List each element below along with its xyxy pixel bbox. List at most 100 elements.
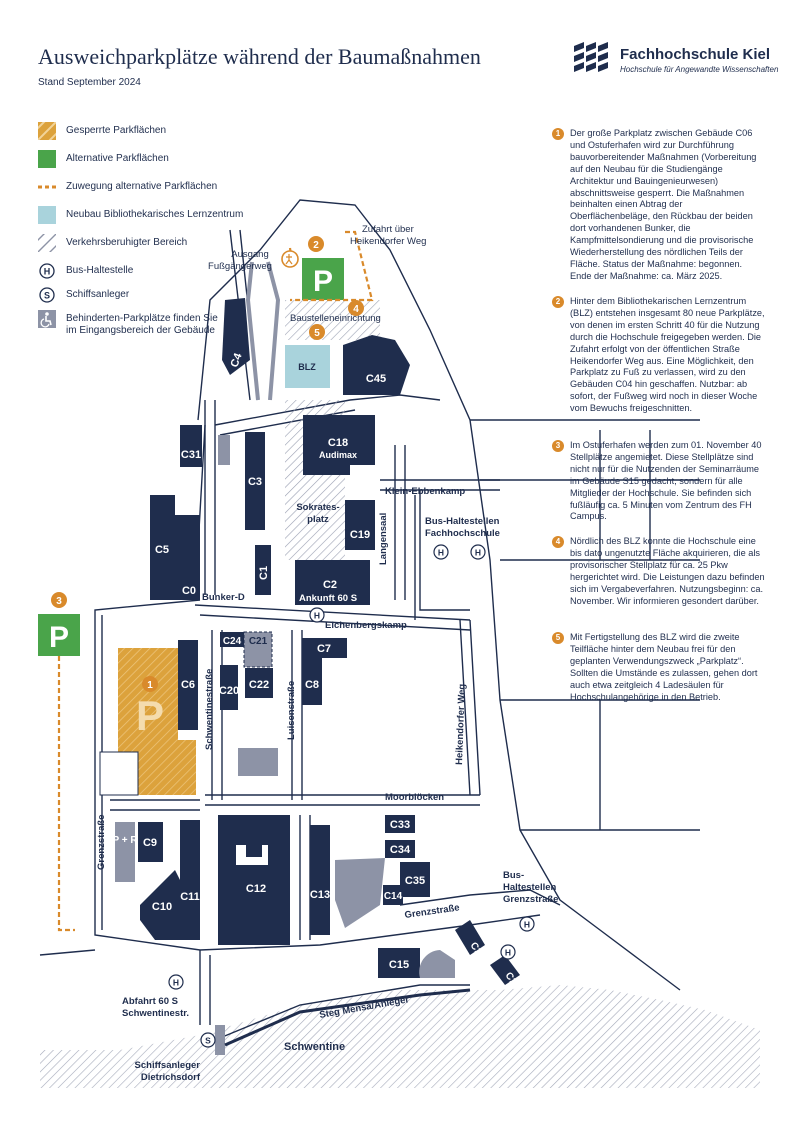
building-c13 [310,825,330,935]
note-marker: 4 [552,536,564,548]
street-labels: Bunker-D Eichenbergskamp Schwentinestraß… [96,486,468,921]
svg-text:H: H [173,978,179,988]
building-c3 [245,432,265,530]
gray-building-a [238,748,278,776]
note-marker: 1 [552,128,564,140]
wheelchair-icon [38,310,56,328]
svg-text:C14: C14 [384,891,403,902]
building-c18 [303,415,375,475]
svg-text:C7: C7 [317,643,331,655]
svg-text:Fachhochschule: Fachhochschule [425,528,500,539]
svg-text:3: 3 [56,596,62,607]
fh-kiel-logo-icon [574,42,608,72]
building-c0 [178,578,200,600]
svg-text:Ausgang: Ausgang [231,249,269,260]
svg-text:platz: platz [307,514,329,525]
svg-text:C11: C11 [180,891,200,903]
svg-text:C10: C10 [152,901,172,913]
svg-text:C13: C13 [310,889,330,901]
svg-text:C15: C15 [389,959,409,971]
park-ride-label: P + R [112,835,138,846]
svg-text:C45: C45 [366,373,386,385]
svg-text:C17: C17 [503,970,523,992]
svg-text:C34: C34 [390,844,411,856]
building-c24 [220,632,244,647]
svg-text:Steg Mensa/Anleger: Steg Mensa/Anleger [319,994,411,1021]
building-c14 [383,885,403,905]
dashed-orange-line-icon [38,185,56,189]
traffic-calm-area-2 [285,300,380,340]
hatched-orange-swatch-icon [38,122,56,140]
traffic-calm-area [285,400,345,560]
steg-path [224,988,471,1047]
building-c20 [220,665,238,710]
building-c11 [180,820,200,940]
svg-text:P: P [313,265,333,298]
svg-text:H: H [314,611,320,621]
svg-text:C20: C20 [219,685,239,697]
svg-text:Grenzstraße: Grenzstraße [96,815,107,870]
building-c45 [343,335,410,395]
river-area [40,985,760,1088]
svg-text:Langensaal: Langensaal [378,513,389,565]
building-labels: C4 C31 C3 C18 Audimax C45 C5 C1 C0 C19 C… [143,351,522,992]
ship-dock-icon: S [39,287,55,303]
svg-text:Klein-Ebbenkamp: Klein-Ebbenkamp [385,486,465,497]
svg-text:Baustelleneinrichtung: Baustelleneinrichtung [290,313,381,324]
number-markers: 3 1 2 4 5 [51,236,364,692]
building-c31 [180,425,202,467]
svg-text:Schiffsanleger: Schiffsanleger [135,1060,201,1071]
svg-text:Eichenbergskamp: Eichenbergskamp [325,620,407,631]
svg-text:4: 4 [353,304,359,315]
svg-text:C16: C16 [468,940,488,962]
svg-text:Schwentinestraße: Schwentinestraße [204,669,215,750]
svg-text:C0: C0 [182,585,196,597]
gray-building-c [335,858,385,928]
svg-text:H: H [475,548,481,558]
building-c4 [222,298,250,375]
svg-text:Dietrichsdorf: Dietrichsdorf [141,1072,201,1083]
gray-buildings [115,435,455,1055]
hatch-gray-swatch-icon [38,234,56,252]
lightblue-swatch-icon [38,206,56,224]
logo-name: Fachhochschule Kiel [620,46,771,63]
building-c9 [138,822,163,862]
svg-text:C33: C33 [390,819,410,831]
dock [215,1025,225,1055]
note-marker: 5 [552,632,564,644]
svg-text:C35: C35 [405,875,425,887]
building-c33 [385,815,415,833]
svg-text:BLZ: BLZ [298,362,316,372]
buildings [138,298,520,985]
parking-2 [302,258,344,300]
svg-text:P: P [49,621,69,654]
green-swatch-icon [38,150,56,168]
svg-text:Ankunft 60 S: Ankunft 60 S [299,593,357,604]
building-c21 [243,631,273,668]
svg-text:C3: C3 [248,476,262,488]
svg-text:C1: C1 [258,566,270,580]
svg-text:H: H [505,948,511,958]
svg-text:C9: C9 [143,837,157,849]
svg-text:Heikendorfer Weg: Heikendorfer Weg [350,236,426,247]
svg-text:Haltestellen: Haltestellen [503,882,557,893]
note-marker: 2 [552,296,564,308]
svg-text:C2: C2 [323,579,337,591]
svg-text:Moorblöcken: Moorblöcken [385,792,444,803]
svg-text:5: 5 [314,328,320,339]
svg-text:Bus-: Bus- [503,870,524,881]
building-c16 [455,920,485,955]
svg-text:C8: C8 [305,679,319,691]
svg-text:H: H [438,548,444,558]
svg-text:Luisenstraße: Luisenstraße [286,681,297,740]
svg-text:C24: C24 [223,636,242,647]
svg-text:1: 1 [147,680,153,691]
building-c19 [345,500,375,550]
svg-text:Zufahrt über: Zufahrt über [362,224,414,235]
building-c17 [490,955,520,985]
building-c10 [140,870,180,940]
svg-text:C22: C22 [249,679,269,691]
svg-text:Audimax: Audimax [319,450,357,460]
building-c35 [400,862,430,897]
svg-text:Grenzstraße: Grenzstraße [503,894,558,905]
